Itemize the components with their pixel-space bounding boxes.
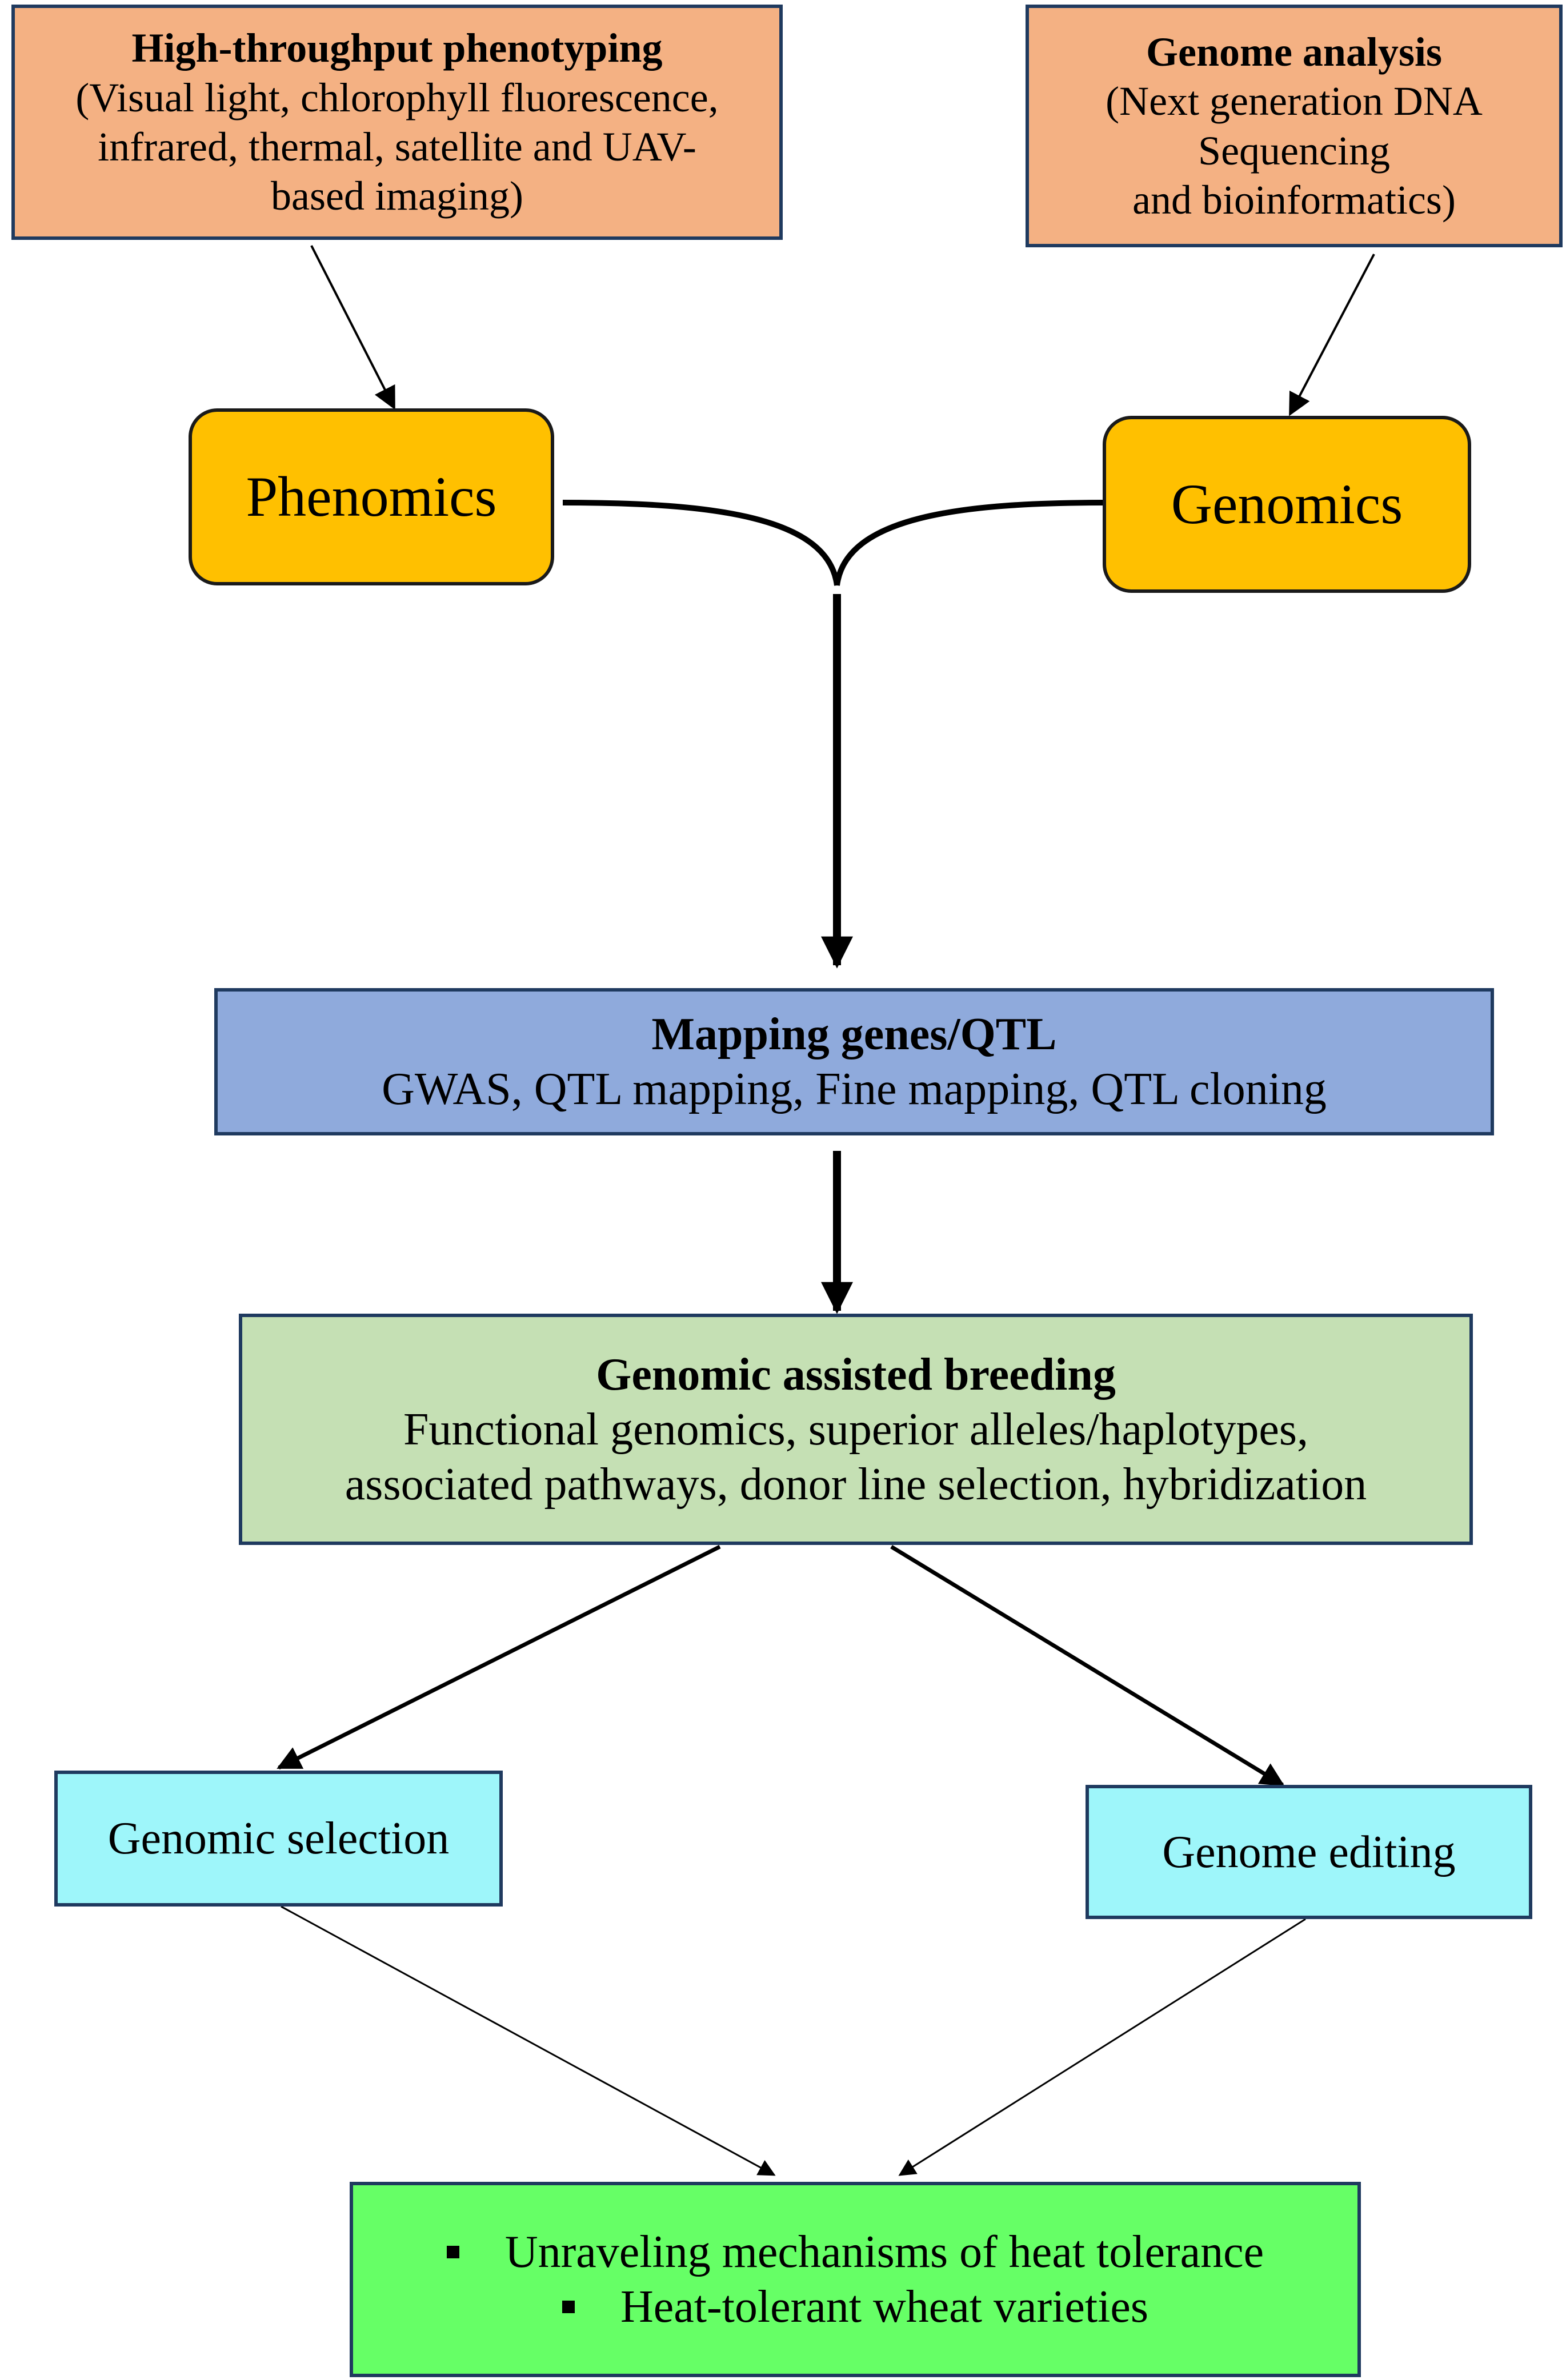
- genomics-label: Genomics: [1171, 472, 1403, 536]
- genome-analysis-title: Genome analysis: [1146, 29, 1443, 75]
- outcome-item-2-label: Heat-tolerant wheat varieties: [620, 2282, 1148, 2332]
- genome-editing-box: Genome editing: [1086, 1785, 1532, 1919]
- merge-curve-right: [834, 500, 1106, 586]
- mapping-title: Mapping genes/QTL: [651, 1009, 1057, 1059]
- outcomes-box: Unraveling mechanisms of heat tolerance …: [350, 2182, 1361, 2377]
- mapping-subtitle: GWAS, QTL mapping, Fine mapping, QTL clo…: [382, 1064, 1327, 1114]
- phenomics-box: Phenomics: [189, 408, 554, 585]
- phenotyping-line-2: infrared, thermal, satellite and UAV-: [98, 124, 696, 170]
- breeding-line-1: Functional genomics, superior alleles/ha…: [403, 1404, 1309, 1455]
- breeding-box: Genomic assisted breeding Functional gen…: [239, 1314, 1473, 1545]
- breeding-line-2: associated pathways, donor line selectio…: [345, 1459, 1367, 1510]
- arrow-breeding-to-genome-editing: [890, 1545, 1285, 1787]
- breeding-title: Genomic assisted breeding: [596, 1349, 1116, 1400]
- phenotyping-line-1: (Visual light, chlorophyll fluorescence,: [75, 74, 719, 121]
- arrow-phenotyping-to-phenomics: [310, 245, 395, 410]
- genomic-selection-label: Genomic selection: [107, 1813, 450, 1864]
- genome-analysis-line-1: (Next generation DNA: [1106, 78, 1483, 125]
- arrow-genomic-selection-to-outcomes: [281, 1905, 776, 2176]
- bullet-square-icon: [562, 2301, 575, 2313]
- phenotyping-line-3: based imaging): [271, 173, 523, 219]
- genome-analysis-box: Genome analysis (Next generation DNA Seq…: [1026, 5, 1563, 247]
- mapping-box: Mapping genes/QTL GWAS, QTL mapping, Fin…: [214, 988, 1494, 1135]
- merge-curve-left: [562, 500, 840, 586]
- bullet-square-icon: [446, 2246, 459, 2258]
- phenotyping-box: High-throughput phenotyping (Visual ligh…: [11, 5, 783, 240]
- genome-analysis-line-2: Sequencing: [1198, 127, 1390, 174]
- genomics-box: Genomics: [1103, 416, 1471, 593]
- phenotyping-title: High-throughput phenotyping: [131, 25, 663, 71]
- genome-analysis-line-3: and bioinformatics): [1132, 176, 1456, 223]
- phenomics-label: Phenomics: [246, 465, 497, 528]
- outcome-item-1: Unraveling mechanisms of heat tolerance: [446, 2225, 1264, 2279]
- outcome-item-2: Heat-tolerant wheat varieties: [562, 2279, 1148, 2334]
- genome-editing-label: Genome editing: [1162, 1827, 1456, 1877]
- arrow-breeding-to-genomic-selection: [277, 1544, 721, 1770]
- genomic-selection-box: Genomic selection: [54, 1771, 503, 1907]
- arrow-genome-analysis-to-genomics: [1289, 254, 1375, 416]
- arrow-genome-editing-to-outcomes: [898, 1918, 1306, 2176]
- outcome-item-1-label: Unraveling mechanisms of heat tolerance: [504, 2227, 1264, 2277]
